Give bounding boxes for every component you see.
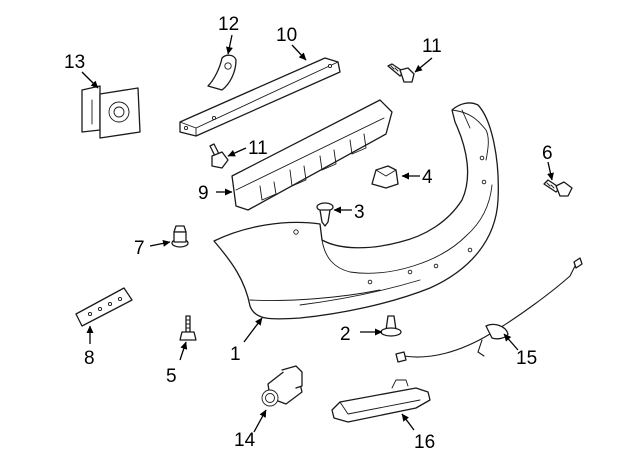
callout-5: 5 [166, 366, 177, 387]
callout-13: 13 [64, 52, 85, 73]
callout-labels: 12 10 13 11 11 6 4 9 3 7 8 5 1 2 15 14 1… [64, 14, 553, 453]
callout-4: 4 [422, 167, 433, 188]
rear-reflector-16 [331, 379, 431, 423]
push-clip-7 [171, 225, 189, 248]
callout-15: 15 [516, 348, 537, 369]
leader-lines [81, 34, 554, 433]
callout-11-lower: 11 [248, 138, 268, 159]
callout-14: 14 [234, 430, 256, 451]
callout-3: 3 [354, 202, 365, 223]
callout-11-upper: 11 [422, 36, 442, 57]
callout-16: 16 [414, 432, 435, 453]
callout-8: 8 [84, 348, 95, 369]
callout-9: 9 [198, 183, 209, 204]
bolt-11-upper [387, 63, 415, 83]
bumper-reinforcement [179, 57, 341, 137]
wire-harness-15 [395, 257, 583, 363]
parking-sensor-14 [261, 365, 303, 407]
clip-2 [380, 315, 402, 337]
bolt-11-lower [209, 143, 229, 169]
callout-1: 1 [230, 344, 241, 365]
callout-6: 6 [542, 143, 553, 164]
callout-12: 12 [218, 14, 239, 35]
push-clip-3 [316, 202, 334, 227]
retainer-4 [371, 165, 399, 189]
callout-2: 2 [340, 324, 351, 345]
energy-absorber [231, 99, 393, 211]
callout-10: 10 [276, 25, 297, 46]
sensor-bracket-13 [81, 85, 141, 139]
bolt-6 [543, 179, 573, 197]
bolt-5 [179, 315, 197, 341]
bumper-cover [213, 102, 499, 320]
bracket-12 [207, 54, 237, 91]
callout-7: 7 [134, 238, 145, 259]
bracket-8 [75, 287, 133, 327]
